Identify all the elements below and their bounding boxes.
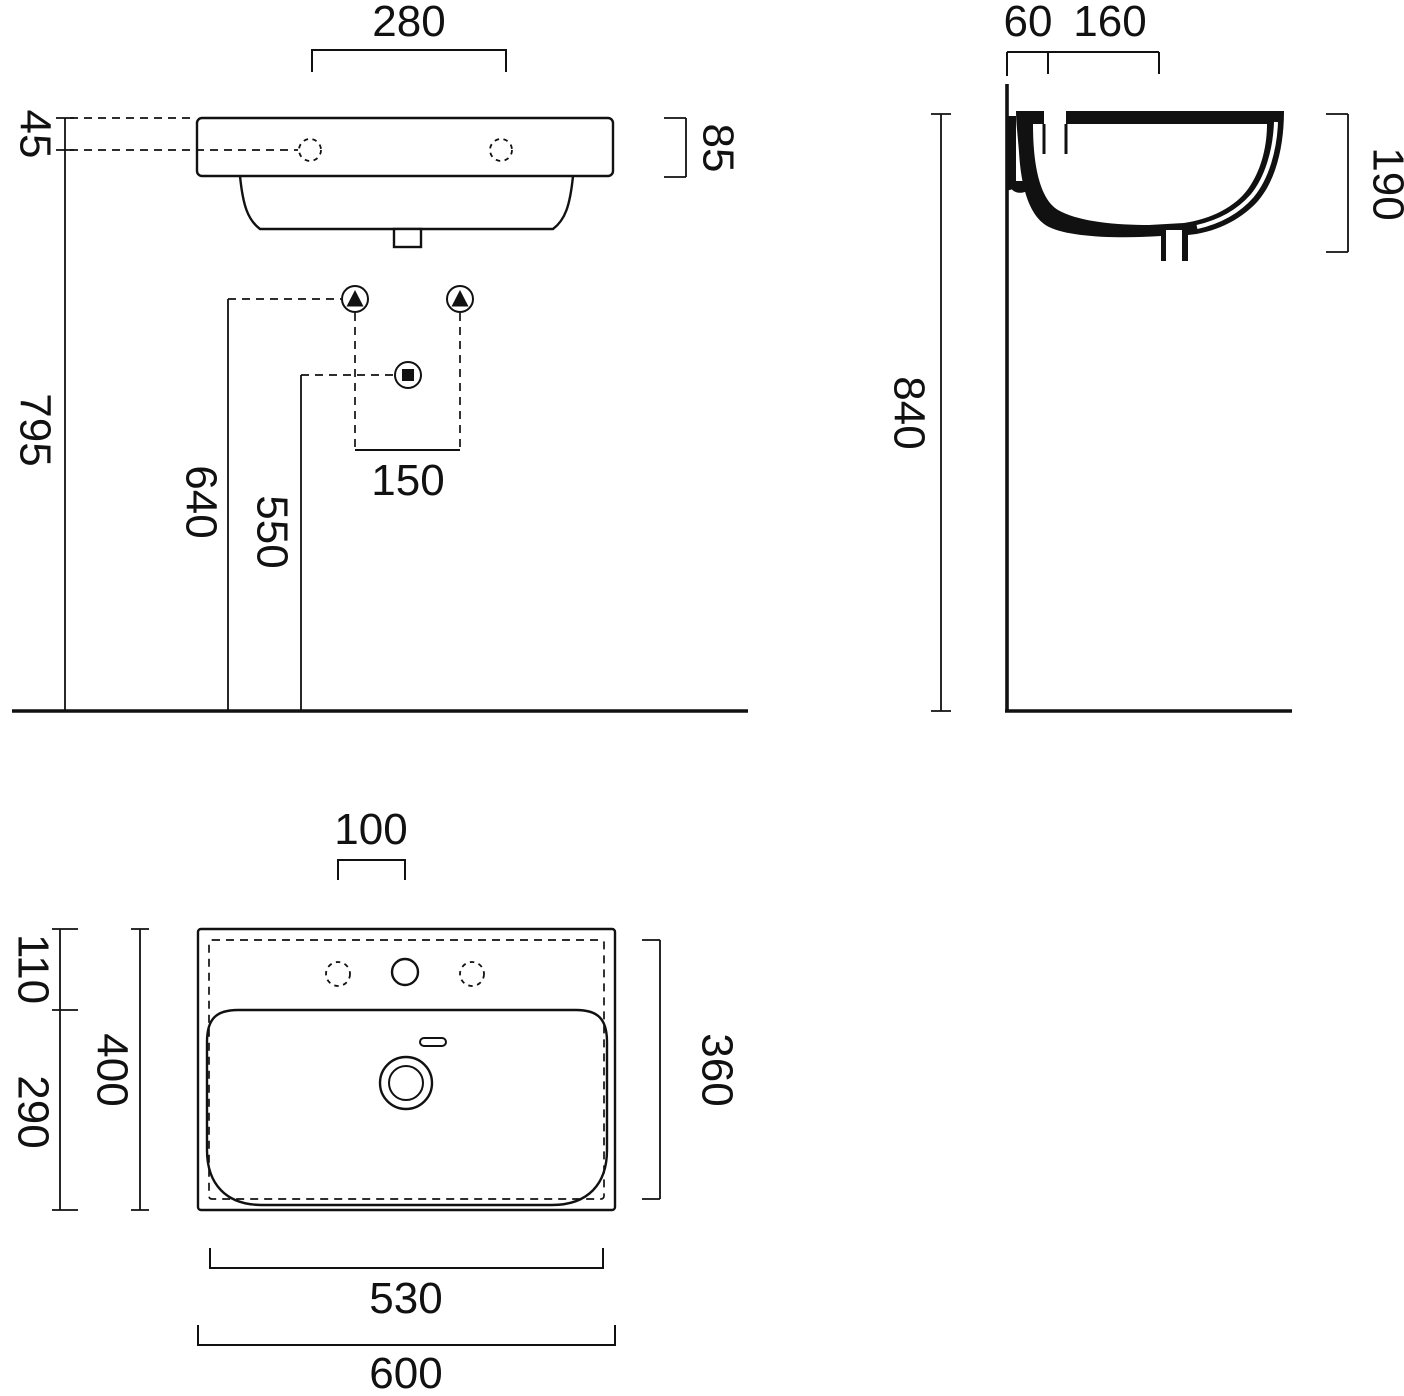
- dim-150-label: 150: [371, 456, 444, 505]
- plan-view: 100 110 290 400 360 530 600: [8, 805, 741, 1396]
- dim-550-label: 550: [247, 495, 296, 568]
- dim-795-ticks: [56, 117, 74, 151]
- dim-530-bracket: [209, 1248, 604, 1269]
- supply-symbol-left: [341, 285, 369, 313]
- tap-hole-right-plan: [459, 961, 485, 987]
- dim-190-label: 190: [1363, 147, 1404, 220]
- waste-symbol-circle: [394, 361, 422, 389]
- dim-290-bracket: [52, 1010, 78, 1211]
- dim-60-label: 60: [1004, 0, 1053, 46]
- dim-85-label: 85: [693, 124, 742, 173]
- dim-110-label: 110: [8, 934, 57, 1004]
- basin-rim-front: [195, 116, 615, 178]
- fixing-hole-sleeve: [1042, 124, 1068, 154]
- basin-section: [1008, 106, 1284, 264]
- dim-600-bracket: [197, 1325, 616, 1346]
- dim-280-label: 280: [372, 0, 445, 46]
- supply-symbol-right: [446, 285, 474, 313]
- tap-hole-right-dashed: [489, 138, 513, 162]
- dim-640-label: 640: [176, 465, 225, 538]
- basin-section-rim-channel: [1196, 121, 1278, 229]
- supply-symbol-right-triangle-icon: [451, 290, 469, 307]
- drain-outlet-front: [392, 227, 423, 249]
- tap-hole-left-plan: [325, 961, 351, 987]
- dim-85-bracket: [664, 117, 687, 178]
- dim-45-label: 45: [10, 110, 59, 159]
- dim-840-label: 840: [884, 376, 933, 449]
- drain-stub-bore: [1166, 230, 1182, 264]
- dim-100-bracket: [337, 859, 406, 880]
- dim-360-bracket: [642, 939, 661, 1200]
- dim-360-label: 360: [692, 1033, 741, 1106]
- dim-60-160-bracket: [1006, 51, 1160, 76]
- dim-110-bracket: [52, 928, 78, 1011]
- dim-190-bracket: [1326, 113, 1349, 253]
- drain-outer-plan: [378, 1055, 434, 1111]
- supply-symbol-right-circle: [446, 285, 474, 313]
- dim-280-bracket: [311, 49, 507, 72]
- basin-bowl-front: [238, 175, 575, 231]
- bowl-outline-plan: [205, 1008, 609, 1207]
- front-view: 280 45 795 640 550: [10, 0, 748, 713]
- basin-underside-dashed: [208, 939, 605, 1200]
- wall-bracket: [1008, 116, 1016, 191]
- fixing-hole-slot: [1044, 106, 1066, 128]
- dim-795-label: 795: [10, 393, 59, 466]
- tap-hole-left-dashed: [298, 138, 322, 162]
- dim-400-bracket: [131, 928, 149, 1211]
- wall-bracket-hook: [1008, 181, 1030, 193]
- waste-symbol-square-icon: [402, 369, 414, 381]
- dim-160-label: 160: [1073, 0, 1146, 46]
- waste-symbol: [394, 361, 422, 389]
- overflow-slot: [419, 1037, 447, 1047]
- dim-150-extensions: [354, 313, 461, 450]
- side-view: 60 160 840 190: [884, 0, 1404, 713]
- basin-outline-plan: [196, 927, 617, 1212]
- drain-inner-plan: [388, 1065, 424, 1101]
- supply-symbol-left-circle: [341, 285, 369, 313]
- basin-section-shell: [1016, 111, 1284, 261]
- dim-600-label: 600: [369, 1349, 442, 1396]
- dim-400-label: 400: [87, 1033, 136, 1106]
- tap-hole-center-plan: [390, 957, 420, 987]
- dim-530-label: 530: [369, 1274, 442, 1323]
- supply-symbol-left-triangle-icon: [346, 290, 364, 307]
- dim-100-label: 100: [334, 805, 407, 854]
- dim-290-label: 290: [8, 1075, 57, 1148]
- dim-840-bracket: [931, 113, 951, 712]
